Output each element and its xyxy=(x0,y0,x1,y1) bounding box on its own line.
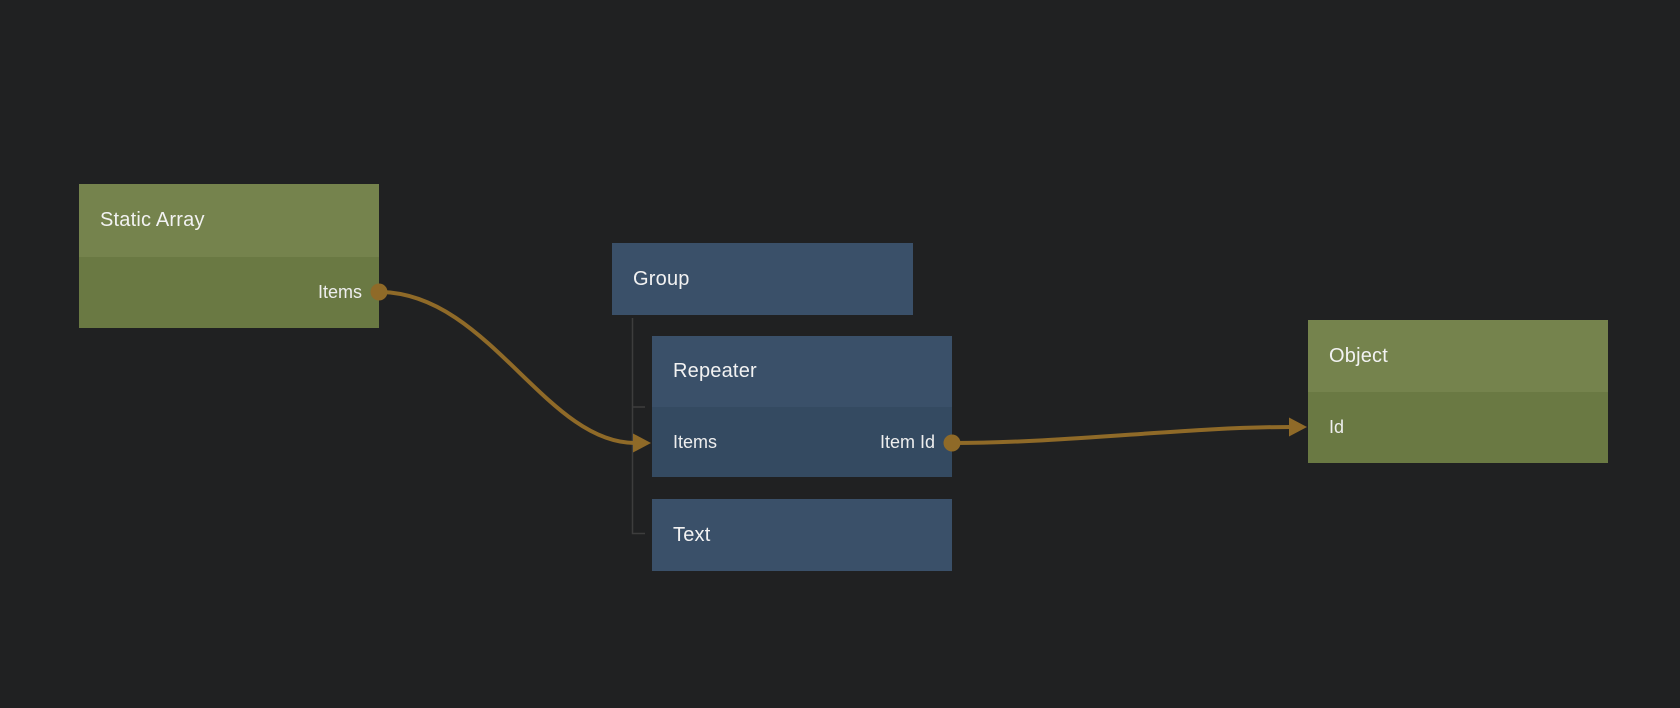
port-label-items-input: Items xyxy=(673,431,718,452)
node-title-label: Object xyxy=(1329,344,1389,367)
node-group[interactable]: Group xyxy=(612,243,913,315)
connection-repeater-itemid-to-object-id[interactable] xyxy=(950,425,1293,445)
node-title-group: Group xyxy=(612,243,913,315)
arrowhead-object-id xyxy=(1289,417,1307,437)
hierarchy-connector-group-children xyxy=(631,318,645,535)
port-label-items: Items xyxy=(317,282,362,302)
node-title-label: Repeater xyxy=(673,360,757,382)
node-title-repeater: Repeater xyxy=(652,336,952,407)
arrowhead-repeater-items xyxy=(633,433,651,453)
node-repeater[interactable]: Repeater Items Item Id xyxy=(652,336,952,477)
node-title-label: Static Array xyxy=(100,209,205,231)
node-title-text: Text xyxy=(652,499,952,571)
port-row-items-itemid: Items Item Id xyxy=(652,407,952,477)
node-object[interactable]: Object Id xyxy=(1308,320,1608,463)
connection-staticarray-items-to-repeater-items[interactable] xyxy=(377,290,637,445)
port-label-id: Id xyxy=(1329,417,1345,437)
port-row-id-input: Id xyxy=(1308,392,1608,463)
node-title-label: Text xyxy=(673,523,711,546)
port-label-item-id-output: Item Id xyxy=(879,431,935,452)
node-text[interactable]: Text xyxy=(652,499,952,571)
node-static-array[interactable]: Static Array Items xyxy=(79,184,379,328)
node-title-label: Group xyxy=(633,267,690,290)
port-row-items-output: Items xyxy=(79,257,379,328)
node-title-static-array: Static Array xyxy=(79,184,379,257)
node-title-object: Object xyxy=(1308,320,1608,392)
